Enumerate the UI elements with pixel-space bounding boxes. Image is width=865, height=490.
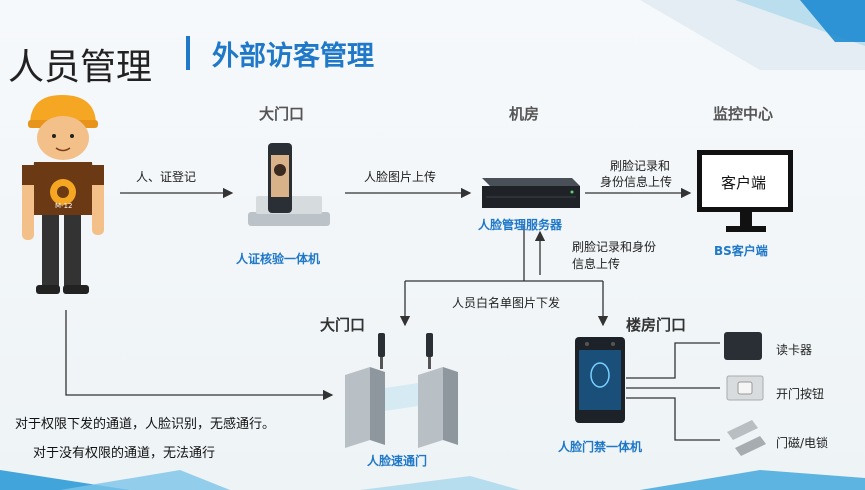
door-lock-icon xyxy=(727,420,766,456)
flow-register: 人、证登记 xyxy=(136,170,197,184)
location-machine-room: 机房 xyxy=(509,105,540,123)
flow-records-line2: 信息上传 xyxy=(572,257,621,271)
badge-label: M-12 xyxy=(55,202,73,210)
label-exit-button: 开门按钮 xyxy=(776,387,825,401)
flow-upload-records-line2: 身份信息上传 xyxy=(600,175,673,189)
label-face-server: 人脸管理服务器 xyxy=(478,218,563,232)
label-id-face-terminal: 人证核验一体机 xyxy=(236,252,321,266)
arrow-person-to-gate xyxy=(65,310,334,401)
page-title: 人员管理 xyxy=(8,47,153,88)
line-door-lock xyxy=(626,397,720,441)
note-line-2: 对于没有权限的通道，无法通行 xyxy=(33,446,216,461)
title-separator xyxy=(186,36,190,70)
card-reader-icon xyxy=(724,332,762,360)
location-building-gate: 楼房门口 xyxy=(626,316,687,334)
flow-upload-face: 人脸图片上传 xyxy=(364,170,437,184)
flow-records-line1: 刷脸记录和身份 xyxy=(572,240,657,254)
monitor-screen-text: 客户端 xyxy=(721,174,767,192)
page-subtitle: 外部访客管理 xyxy=(212,41,374,72)
label-card-reader: 读卡器 xyxy=(776,343,813,357)
label-face-access-terminal: 人脸门禁一体机 xyxy=(558,440,643,454)
label-bs-client: BS客户端 xyxy=(714,244,768,258)
location-monitor-center: 监控中心 xyxy=(713,105,774,123)
flow-upload-records-line1: 刷脸记录和 xyxy=(610,159,671,173)
location-gate-top: 大门口 xyxy=(259,105,305,123)
label-speed-gate: 人脸速通门 xyxy=(367,454,428,468)
label-door-lock: 门磁/电锁 xyxy=(776,436,829,450)
note-line-1: 对于权限下发的通道，人脸识别，无感通行。 xyxy=(15,417,276,432)
location-gate-bottom: 大门口 xyxy=(320,316,366,334)
flow-whitelist: 人员白名单图片下发 xyxy=(452,296,561,310)
line-card-reader xyxy=(626,342,720,379)
